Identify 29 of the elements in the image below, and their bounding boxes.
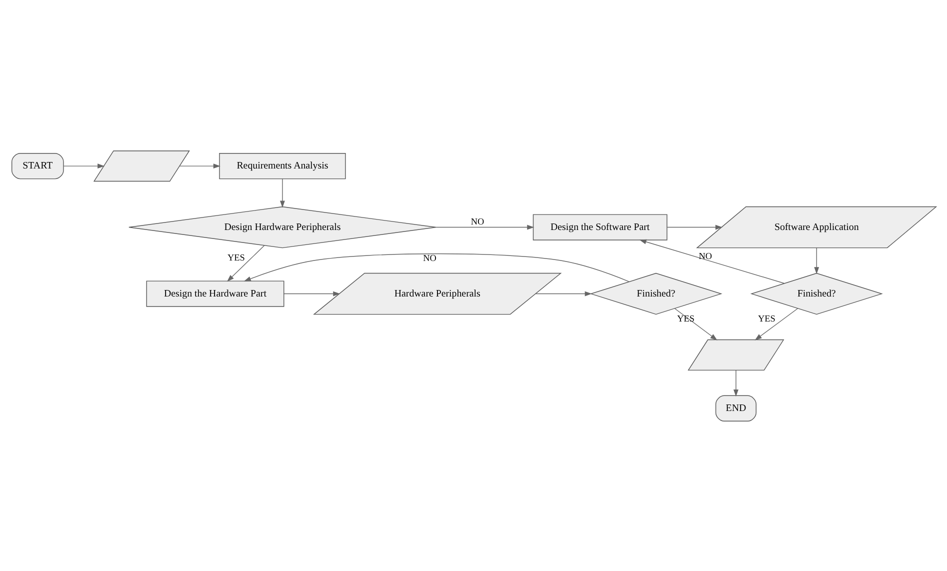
- arrow: [534, 290, 592, 296]
- node-parallelogram: [92, 150, 190, 182]
- arrow: [814, 247, 819, 274]
- node-box: END: [714, 394, 756, 421]
- arrow: [638, 238, 784, 284]
- node-parallelogram: [687, 338, 784, 370]
- arrow: [226, 244, 264, 282]
- node-box: Requirements Analysis: [218, 152, 346, 179]
- node-diamond: Finished?: [589, 272, 722, 314]
- edge-label: NO: [470, 216, 484, 226]
- node-box: Design the Software Part: [532, 214, 667, 240]
- edge-label: NO: [422, 252, 436, 263]
- node-box: Design the Hardware Part: [146, 280, 284, 306]
- arrow: [178, 163, 220, 168]
- node-box: START: [10, 152, 64, 179]
- node-diamond: Design Hardware Peripherals: [128, 206, 436, 248]
- edge-label: YES: [227, 252, 244, 262]
- arrow: [243, 252, 630, 282]
- arrow: [754, 308, 798, 340]
- arrow: [674, 308, 717, 340]
- edge-label: NO: [698, 250, 712, 261]
- arrow: [435, 224, 534, 230]
- node-diamond: Finished?: [750, 272, 882, 314]
- arrow: [283, 290, 340, 296]
- arrow: [666, 224, 722, 230]
- arrow: [732, 370, 738, 396]
- arrow: [62, 163, 104, 168]
- arrow: [279, 178, 284, 208]
- edge-label: YES: [757, 313, 775, 324]
